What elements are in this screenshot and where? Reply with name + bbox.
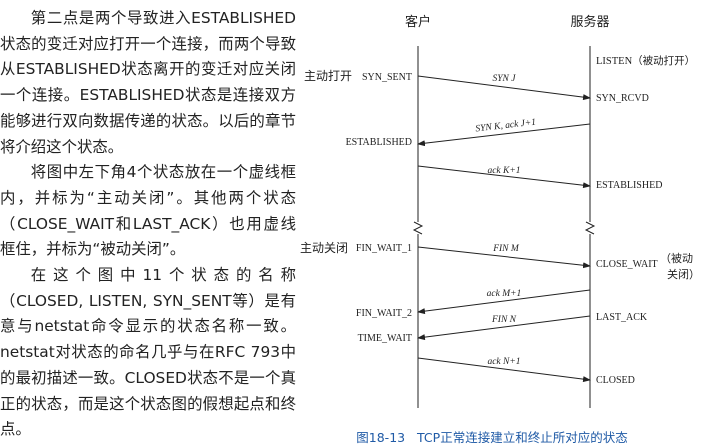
client-timeline-break [412, 221, 424, 235]
label-fin-m: FIN M [492, 244, 520, 254]
arrow-syn-j [417, 75, 591, 101]
arrow-fin-n [417, 315, 591, 341]
passive-close-note-line1: （被动 [660, 252, 693, 265]
arrow-ack-m [417, 289, 591, 315]
figure-caption: 图18-13 TCP正常连接建立和终止所对应的状态 [356, 430, 627, 445]
client-state-time-wait: TIME_WAIT [358, 333, 412, 344]
client-header: 客户 [405, 14, 431, 30]
label-fin-n: FIN N [491, 315, 517, 325]
server-state-listen: LISTEN（被动打开） [596, 54, 695, 67]
client-state-fin-wait-1: FIN_WAIT_1 [356, 243, 412, 254]
active-close-note: 主动关闭 [300, 241, 348, 255]
timeline-diagram: 客户 服务器 主动打开 SYN_SENT ESTABLISHED 主动关闭 FI… [300, 14, 700, 445]
arrow-fin-m [417, 246, 591, 269]
active-open-note: 主动打开 [304, 69, 352, 83]
arrow-ack-k [417, 165, 591, 189]
client-state-fin-wait-2: FIN_WAIT_2 [356, 308, 412, 319]
paragraph-state-names: 在这个图中11个状态的名称（CLOSED, LISTEN, SYN_SENT等）… [0, 266, 296, 439]
arrow-ack-n [417, 357, 591, 383]
paragraph-dashed-boxes: 将图中左下角4个状态放在一个虚线框内，并标为“主动关闭”。其他两个状态（CLOS… [0, 163, 296, 259]
server-state-last-ack: LAST_ACK [596, 312, 648, 323]
arrow-syn-k-ack [417, 123, 591, 147]
paragraph-transitions: 第二点是两个导致进入ESTABLISHED状态的变迁对应打开一个连接，而两个导致… [0, 9, 296, 156]
label-ack-m: ack M+1 [487, 289, 522, 299]
server-timeline-break [584, 221, 596, 235]
label-syn-j: SYN J [493, 74, 517, 84]
label-ack-k: ack K+1 [487, 166, 520, 176]
tcp-state-diagram: 客户 服务器 主动打开 SYN_SENT ESTABLISHED 主动关闭 FI… [296, 0, 703, 447]
client-state-established: ESTABLISHED [346, 137, 412, 148]
label-ack-n: ack N+1 [487, 357, 520, 367]
server-state-closed: CLOSED [596, 375, 635, 386]
server-header: 服务器 [570, 14, 609, 30]
passive-close-note-line2: 关闭） [667, 267, 700, 281]
server-state-close-wait: CLOSE_WAIT [596, 259, 658, 270]
label-syn-k-ack: SYN K, ack J+1 [475, 118, 537, 135]
body-text: 第二点是两个导致进入ESTABLISHED状态的变迁对应打开一个连接，而两个导致… [0, 6, 296, 443]
server-state-syn-rcvd: SYN_RCVD [596, 93, 649, 104]
server-state-established: ESTABLISHED [596, 180, 662, 191]
client-state-syn-sent: SYN_SENT [362, 72, 412, 83]
